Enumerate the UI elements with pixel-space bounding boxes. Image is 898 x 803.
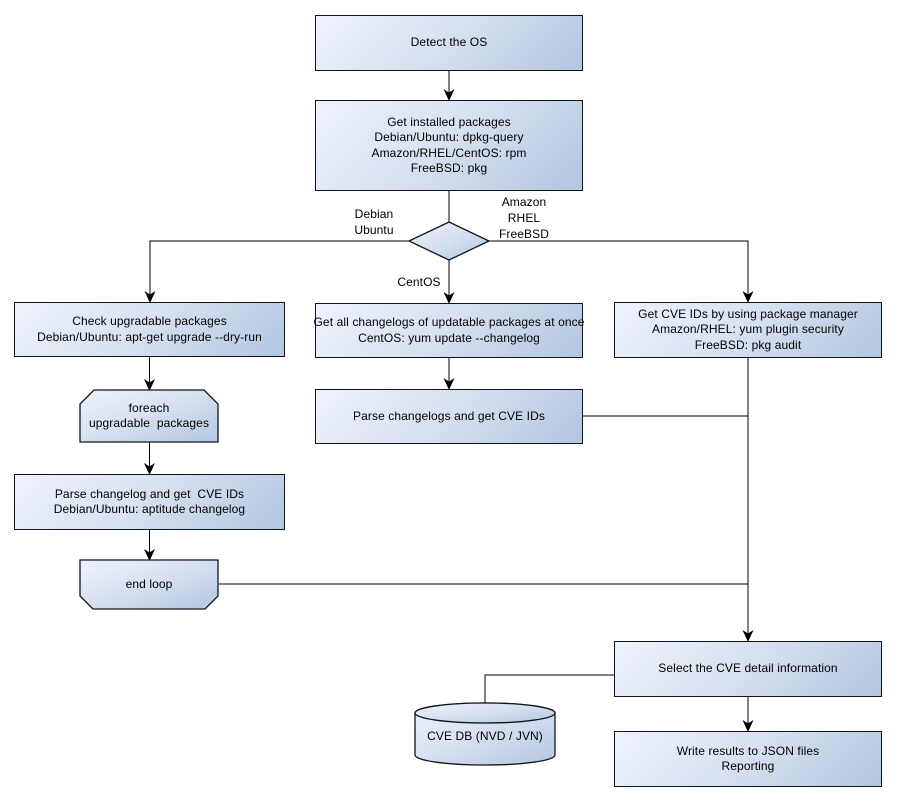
arrowhead-get-cveids xyxy=(742,291,754,303)
foreach-loop-label: foreach upgradable packages xyxy=(88,400,210,431)
node-check-upgradable-packages: Check upgradable packages Debian/Ubuntu:… xyxy=(14,302,285,357)
node-detect-os: Detect the OS xyxy=(315,15,583,71)
arrowhead-endloop xyxy=(144,549,155,561)
arrowhead-foreach xyxy=(144,379,155,391)
arrowhead-installed xyxy=(443,89,455,101)
foreach-loop-shape xyxy=(79,389,219,443)
arrowhead-check-upgradable xyxy=(144,291,156,303)
end-loop-shape xyxy=(79,559,219,610)
label-centos: CentOS xyxy=(397,275,441,289)
arrowhead-parse-changelogs xyxy=(443,378,455,390)
arrowhead-select xyxy=(742,630,754,642)
node-get-cve-ids-pkg-manager: Get CVE IDs by using package manager Ama… xyxy=(614,302,882,358)
cve-db-label: CVE DB (NVD / JVN) xyxy=(427,729,543,744)
node-parse-changelog-debian: Parse changelog and get CVE IDs Debian/U… xyxy=(14,474,285,530)
node-get-installed-packages: Get installed packages Debian/Ubuntu: dp… xyxy=(315,100,583,191)
node-parse-changelogs-centos: Parse changelogs and get CVE IDs xyxy=(315,389,583,444)
arrowhead-parse-changelog xyxy=(144,463,155,475)
label-amazon-rhel-freebsd: Amazon RHEL FreeBSD xyxy=(498,195,550,241)
cve-db-cylinder-top xyxy=(414,702,556,724)
arrowhead-write-results xyxy=(742,720,754,732)
decision-os-diamond xyxy=(407,221,491,261)
edge-decision-to-check-upgradable xyxy=(149,240,409,295)
edge-decision-to-get-cveids xyxy=(489,240,749,295)
node-select-cve-detail: Select the CVE detail information xyxy=(614,641,882,697)
edge-cvedb-to-select xyxy=(484,674,614,703)
end-loop-label: end loop xyxy=(125,576,173,591)
label-debian-ubuntu: Debian Ubuntu xyxy=(354,207,394,237)
node-write-results: Write results to JSON files Reporting xyxy=(614,731,882,787)
cve-db-cylinder xyxy=(414,702,556,766)
node-get-changelogs-centos: Get all changelogs of updatable packages… xyxy=(314,303,584,358)
arrowhead-get-changelogs xyxy=(443,292,455,304)
